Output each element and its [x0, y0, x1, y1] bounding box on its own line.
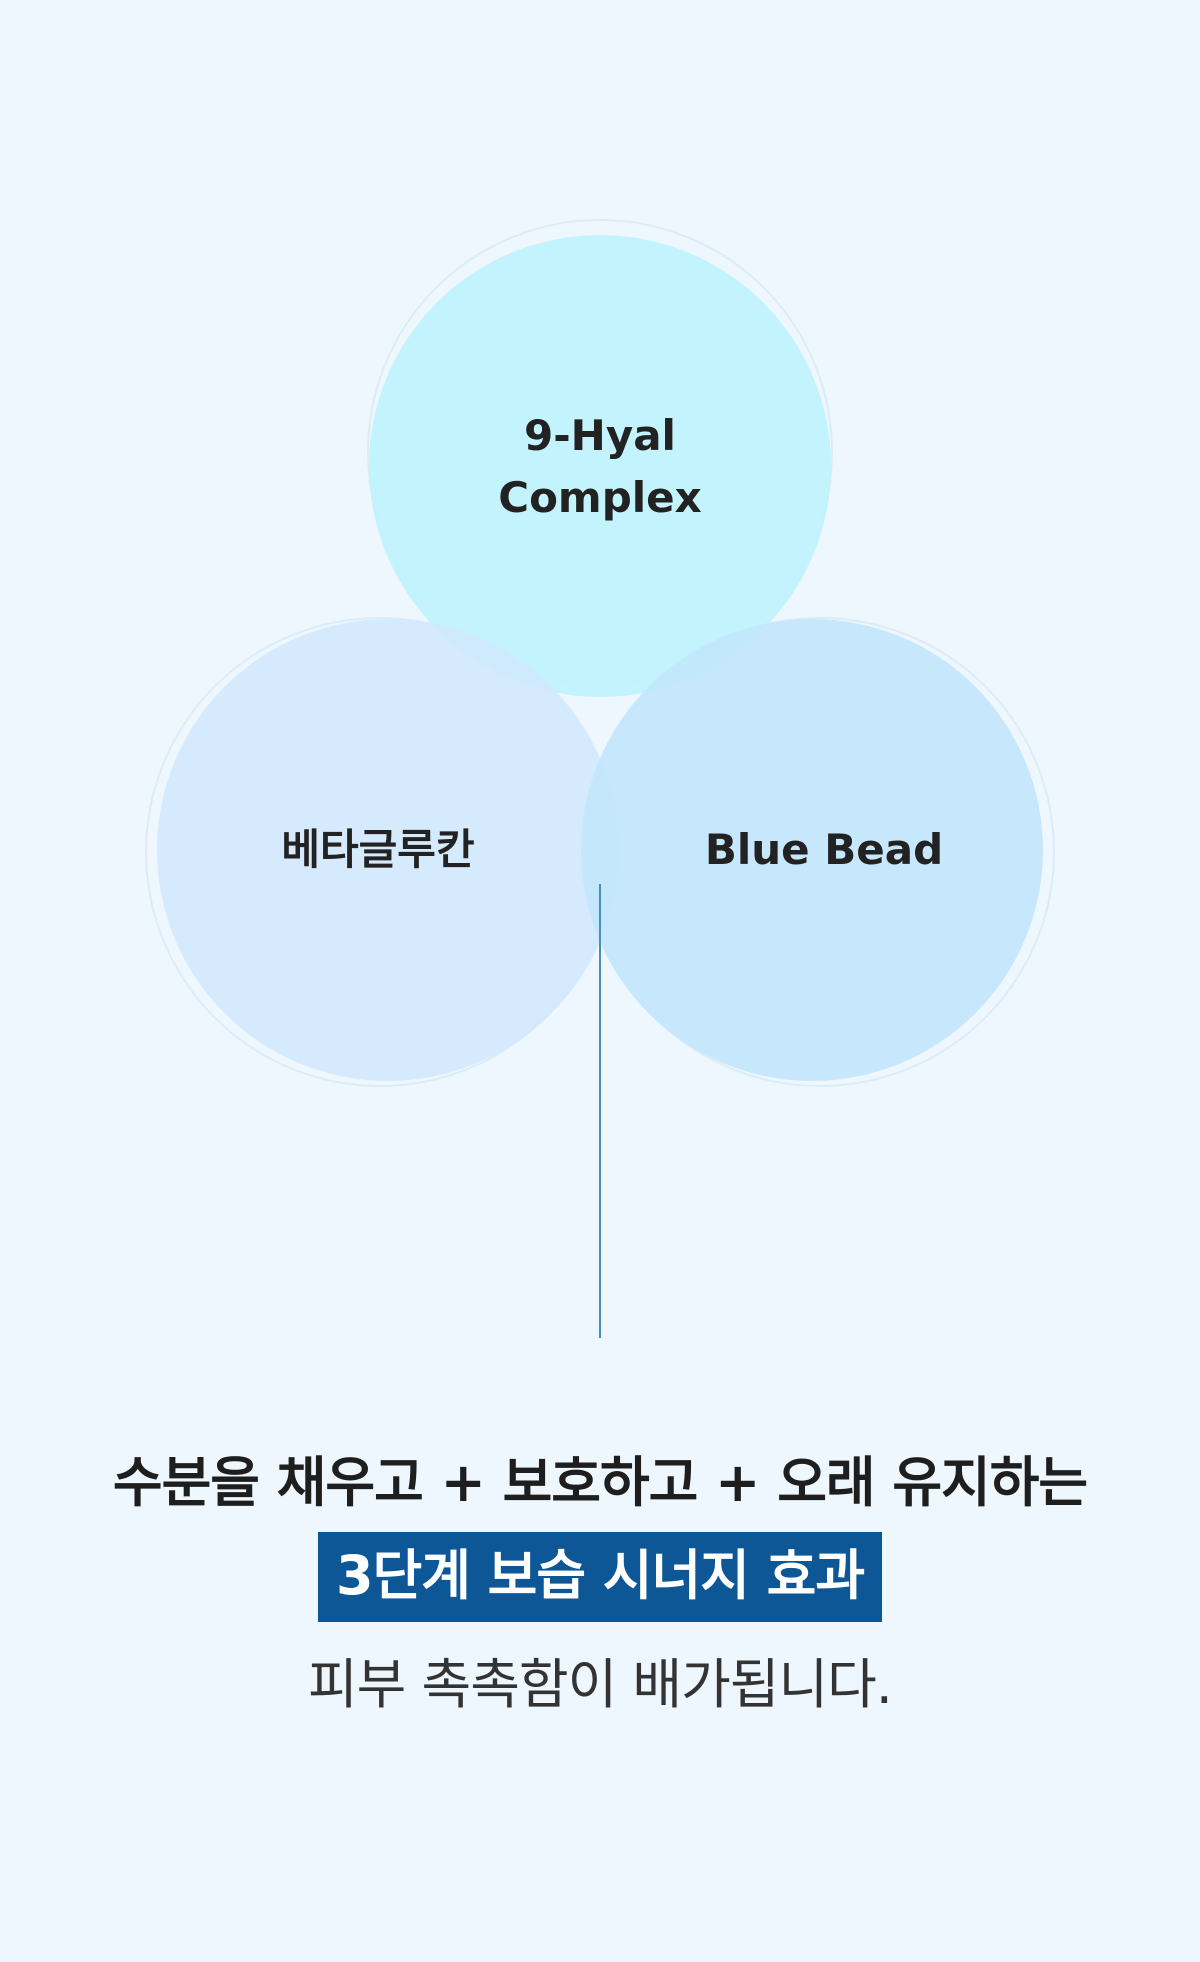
caption-highlight: 3단계 보습 시너지 효과 — [317, 1532, 883, 1622]
left-circle-label: 베타글루칸 — [281, 825, 474, 874]
right-circle — [581, 619, 1043, 1081]
caption-line-3: 피부 촉촉함이 배가됩니다. — [308, 1653, 893, 1716]
top-circle-label-line2: Complex — [498, 473, 701, 522]
top-circle-label-line1: 9-Hyal — [524, 411, 676, 460]
caption-highlight-row: 3단계 보습 시너지 효과 — [0, 1532, 1200, 1622]
left-circle — [157, 619, 619, 1081]
venn-diagram: 9-Hyal Complex 베타글루칸 Blue Bead — [145, 219, 1055, 1338]
top-circle — [369, 235, 831, 697]
right-circle-label: Blue Bead — [705, 825, 943, 874]
caption-line-1: 수분을 채우고 + 보호하고 + 오래 유지하는 — [112, 1451, 1088, 1514]
